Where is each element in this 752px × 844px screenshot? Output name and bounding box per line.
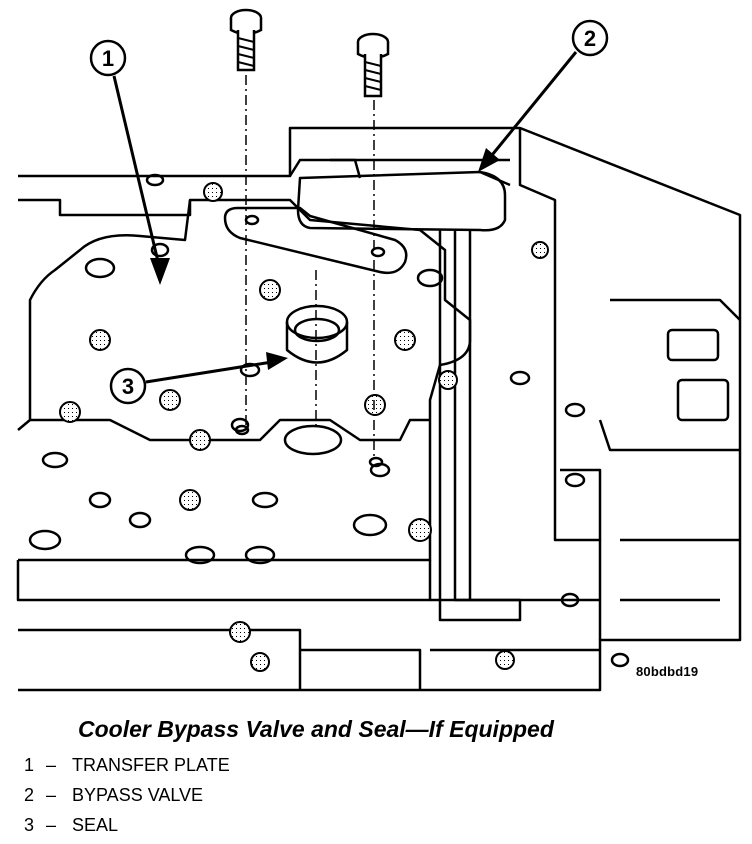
legend-label: SEAL bbox=[72, 815, 119, 835]
legend-number: 2 bbox=[24, 785, 35, 805]
bypass-valve-tube bbox=[438, 230, 522, 622]
case-inner-edge bbox=[518, 128, 602, 640]
legend-dash: – bbox=[46, 785, 57, 805]
transmission-case-outline bbox=[18, 126, 742, 692]
screw-left bbox=[229, 8, 263, 72]
legend-dash: – bbox=[46, 755, 57, 775]
legend-label: BYPASS VALVE bbox=[72, 785, 204, 805]
callout-legend: 1–TRANSFER PLATE 2–BYPASS VALVE 3–SEAL bbox=[24, 750, 230, 840]
callout-1-number: 1 bbox=[102, 46, 114, 71]
callout-2-number: 2 bbox=[584, 26, 596, 51]
figure-id-label: 80bdbd19 bbox=[636, 664, 699, 679]
callout-3: 3 bbox=[109, 352, 288, 405]
legend-dash: – bbox=[46, 815, 57, 835]
legend-item-transfer-plate: 1–TRANSFER PLATE bbox=[24, 750, 230, 780]
valve-body-illustration: 1 2 3 bbox=[16, 8, 742, 692]
legend-number: 1 bbox=[24, 755, 35, 775]
screw-right bbox=[356, 32, 390, 98]
valve-body-plate-outline bbox=[18, 198, 472, 562]
figure-caption: Cooler Bypass Valve and Seal—If Equipped bbox=[78, 716, 554, 742]
legend-label: TRANSFER PLATE bbox=[72, 755, 230, 775]
legend-item-seal: 3–SEAL bbox=[24, 810, 230, 840]
legend-number: 3 bbox=[24, 815, 35, 835]
callout-2: 2 bbox=[478, 19, 609, 172]
transfer-plate bbox=[223, 206, 408, 275]
legend-item-bypass-valve: 2–BYPASS VALVE bbox=[24, 780, 230, 810]
callout-1: 1 bbox=[89, 39, 170, 285]
callout-3-number: 3 bbox=[122, 374, 134, 399]
